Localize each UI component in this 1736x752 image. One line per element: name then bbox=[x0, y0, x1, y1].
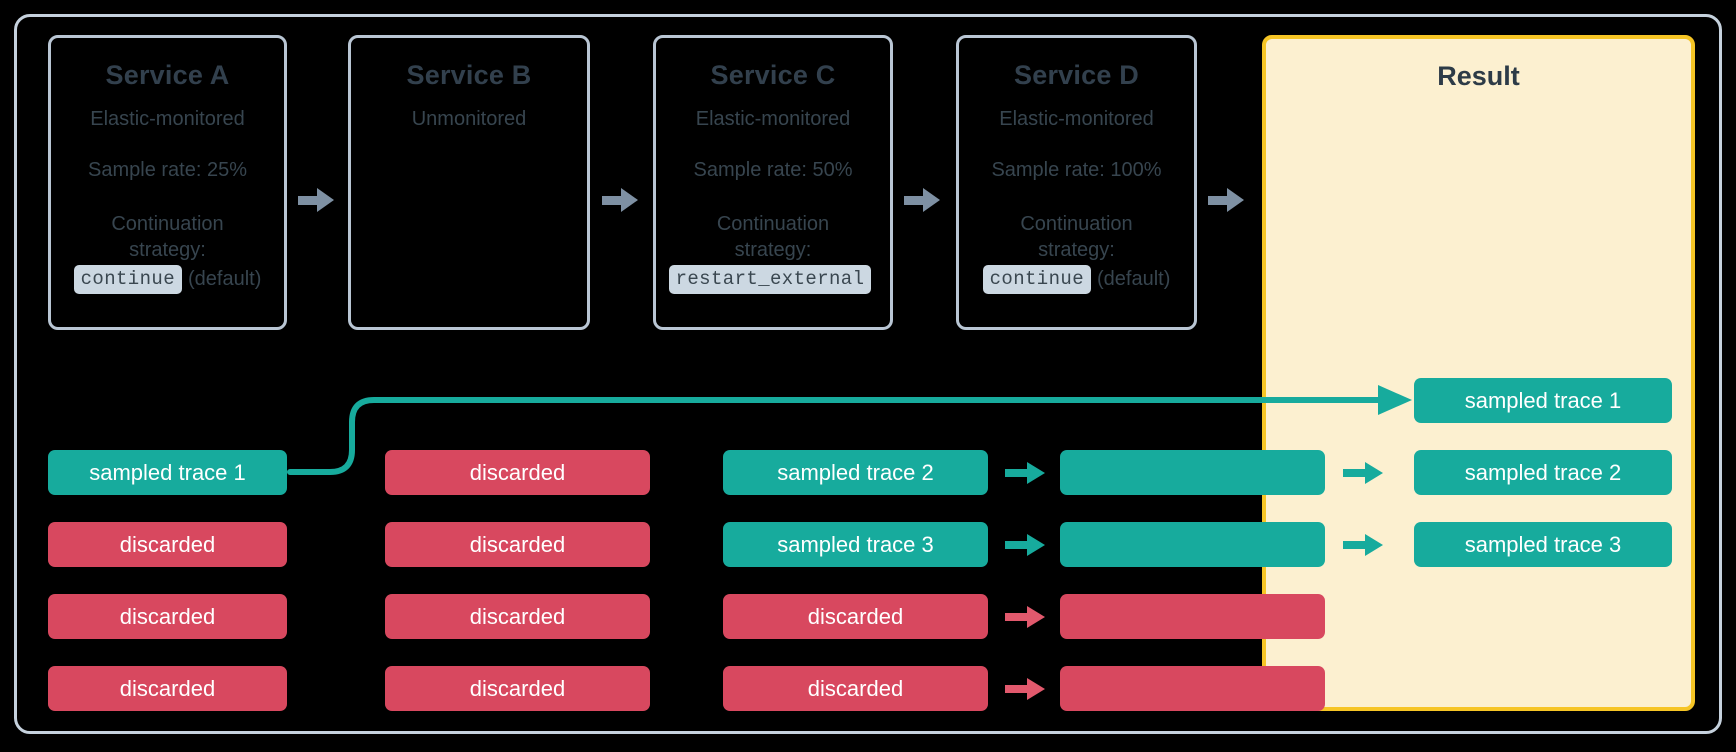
service-a-title: Service A bbox=[105, 60, 230, 90]
trace-chip-b-3: discarded bbox=[385, 594, 650, 639]
arrow-head-icon bbox=[1365, 462, 1383, 484]
arrow-shaft bbox=[298, 196, 320, 205]
row-arrow-d-to-result-2 bbox=[1343, 534, 1383, 556]
row-arrow-d-to-result-1 bbox=[1343, 462, 1383, 484]
service-a-continuation-label: Continuation strategy: bbox=[111, 213, 224, 261]
arrow-head-icon bbox=[1027, 678, 1045, 700]
service-box-d: Service D Elastic-monitored Sample rate:… bbox=[956, 35, 1197, 330]
result-chip-1: sampled trace 1 bbox=[1414, 378, 1672, 423]
result-panel: Result bbox=[1262, 35, 1695, 711]
arrow-head-icon bbox=[317, 188, 334, 212]
trace-chip-a-3: discarded bbox=[48, 594, 287, 639]
service-c-sample-rate: Sample rate: 50% bbox=[693, 159, 853, 181]
result-title: Result bbox=[1437, 61, 1520, 91]
service-d-continuation-note: (default) bbox=[1097, 268, 1171, 291]
trace-chip-d-1 bbox=[1060, 450, 1325, 495]
service-a-sample-rate: Sample rate: 25% bbox=[88, 159, 247, 181]
service-d-continuation-label: Continuation strategy: bbox=[1020, 213, 1133, 261]
arrow-head-icon bbox=[1027, 606, 1045, 628]
row-arrow-c-to-d-3 bbox=[1005, 606, 1045, 628]
arrow-head-icon bbox=[1027, 462, 1045, 484]
trace-chip-a-1: sampled trace 1 bbox=[48, 450, 287, 495]
service-c-monitoring: Elastic-monitored bbox=[695, 108, 851, 130]
flow-arrow-d-to-result bbox=[1208, 188, 1244, 212]
trace-chip-b-1: discarded bbox=[385, 450, 650, 495]
arrow-head-icon bbox=[1027, 534, 1045, 556]
service-d-continuation-value: continue bbox=[982, 265, 1092, 295]
trace-chip-a-4: discarded bbox=[48, 666, 287, 711]
flow-arrow-c-to-d bbox=[904, 188, 940, 212]
row-arrow-c-to-d-4 bbox=[1005, 678, 1045, 700]
flow-arrow-a-to-b bbox=[298, 188, 334, 212]
service-c-continuation-label: Continuation strategy: bbox=[716, 213, 830, 261]
service-box-c: Service C Elastic-monitored Sample rate:… bbox=[653, 35, 893, 330]
service-d-monitoring: Elastic-monitored bbox=[999, 108, 1154, 130]
trace-chip-c-3: discarded bbox=[723, 594, 988, 639]
arrow-shaft bbox=[1343, 541, 1367, 549]
arrow-head-icon bbox=[1365, 534, 1383, 556]
trace-chip-b-2: discarded bbox=[385, 522, 650, 567]
flow-arrow-b-to-c bbox=[602, 188, 638, 212]
service-a-continuation-note: (default) bbox=[188, 268, 262, 291]
row-arrow-c-to-d-2 bbox=[1005, 534, 1045, 556]
trace-chip-d-3 bbox=[1060, 594, 1325, 639]
service-d-sample-rate: Sample rate: 100% bbox=[991, 159, 1162, 181]
service-b-title: Service B bbox=[406, 60, 532, 90]
service-b-monitoring: Unmonitored bbox=[411, 108, 527, 130]
arrow-shaft bbox=[1005, 685, 1029, 693]
service-a-strategy-line: continue (default) bbox=[73, 265, 262, 295]
arrow-shaft bbox=[1208, 196, 1230, 205]
result-chip-3: sampled trace 3 bbox=[1414, 522, 1672, 567]
service-c-strategy-line: restart_external bbox=[668, 265, 878, 295]
service-box-a: Service A Elastic-monitored Sample rate:… bbox=[48, 35, 287, 330]
service-d-title: Service D bbox=[1014, 60, 1139, 90]
arrow-shaft bbox=[904, 196, 926, 205]
arrow-head-icon bbox=[923, 188, 940, 212]
trace-chip-c-1: sampled trace 2 bbox=[723, 450, 988, 495]
arrow-shaft bbox=[602, 196, 624, 205]
row-arrow-c-to-d-1 bbox=[1005, 462, 1045, 484]
trace-chip-c-4: discarded bbox=[723, 666, 988, 711]
arrow-head-icon bbox=[621, 188, 638, 212]
trace-chip-c-2: sampled trace 3 bbox=[723, 522, 988, 567]
arrow-shaft bbox=[1005, 613, 1029, 621]
trace-chip-d-2 bbox=[1060, 522, 1325, 567]
arrow-shaft bbox=[1343, 469, 1367, 477]
result-chip-2: sampled trace 2 bbox=[1414, 450, 1672, 495]
arrow-head-icon bbox=[1227, 188, 1244, 212]
arrow-shaft bbox=[1005, 469, 1029, 477]
service-box-b: Service B Unmonitored bbox=[348, 35, 590, 330]
trace-chip-a-2: discarded bbox=[48, 522, 287, 567]
service-c-continuation-value: restart_external bbox=[668, 265, 872, 295]
service-c-title: Service C bbox=[710, 60, 836, 90]
trace-chip-d-4 bbox=[1060, 666, 1325, 711]
service-d-strategy-line: continue (default) bbox=[982, 265, 1171, 295]
arrow-shaft bbox=[1005, 541, 1029, 549]
service-a-continuation-value: continue bbox=[73, 265, 183, 295]
trace-chip-b-4: discarded bbox=[385, 666, 650, 711]
service-a-monitoring: Elastic-monitored bbox=[90, 108, 245, 130]
